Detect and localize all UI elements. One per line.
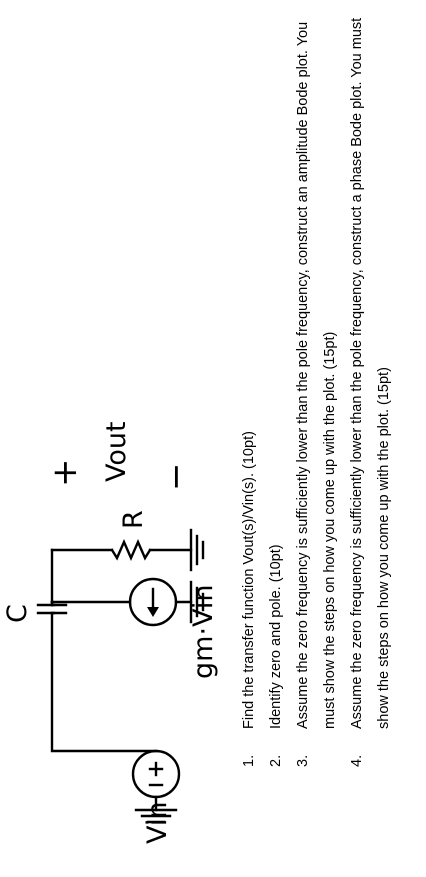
question-item: 2. Identify zero and pole. (10pt) — [263, 7, 290, 767]
question-list: 1. Find the transfer function Vout(s)/Vi… — [236, 7, 398, 767]
question-item: 3. Assume the zero frequency is sufficie… — [290, 7, 344, 767]
gm-arrow-head — [147, 607, 159, 617]
label-r: R — [118, 510, 149, 529]
label-plus: + — [45, 459, 85, 488]
circuit-diagram: Vin C gm·Vin R + Vout − — [2, 421, 219, 845]
question-number: 1. — [241, 754, 257, 767]
wire-vin-to-cap — [50, 611, 158, 753]
label-vout: Vout — [101, 421, 132, 482]
question-text: Assume the zero frequency is sufficientl… — [349, 17, 392, 729]
question-number: 3. — [295, 754, 311, 767]
question-text: Find the transfer function Vout(s)/Vin(s… — [241, 431, 257, 729]
question-text: Assume the zero frequency is sufficientl… — [295, 21, 338, 729]
resistor-zigzag — [110, 539, 152, 561]
question-item: 1. Find the transfer function Vout(s)/Vi… — [236, 7, 263, 767]
question-number: 2. — [268, 754, 284, 767]
question-number: 4. — [349, 754, 365, 767]
label-minus: − — [156, 463, 196, 492]
label-gm: gm·Vin — [188, 584, 219, 679]
label-vin: Vin — [142, 802, 173, 845]
question-text: Identify zero and pole. (10pt) — [268, 544, 284, 729]
question-item: 4. Assume the zero frequency is sufficie… — [344, 7, 398, 767]
label-c: C — [2, 604, 33, 623]
